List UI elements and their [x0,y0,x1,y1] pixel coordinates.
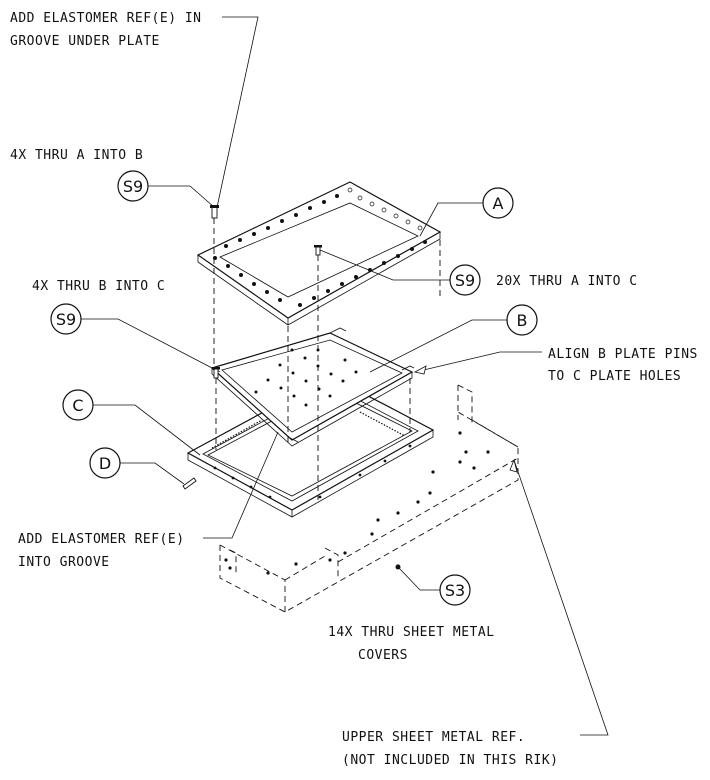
bubble-c: C [62,389,94,421]
leader-s9-top [148,185,215,208]
note-elastomer-plate-line1: ADD ELASTOMER REF(E) IN [10,11,202,26]
note-sheet-metal-line2: COVERS [358,648,408,663]
note-upper-ref-line1: UPPER SHEET METAL REF. [342,730,525,745]
svg-text:S9: S9 [123,177,143,196]
sheet-metal-cover [219,384,519,613]
note-elastomer-plate-line2: GROOVE UNDER PLATE [10,34,160,49]
screw-s9-top [210,205,219,219]
leader-s9-mid [81,318,215,370]
arrow-align [413,365,427,375]
svg-text:S9: S9 [455,271,475,290]
leader-upper-ref [513,459,609,736]
leader-s3 [398,567,440,591]
note-align-line1: ALIGN B PLATE PINS [548,347,698,362]
bubble-s9-top: S9 [117,170,149,202]
arrow-upper-ref [509,458,518,473]
note-sheet-metal-line1: 14X THRU SHEET METAL [328,625,495,640]
bubble-s3: S3 [439,574,471,606]
bubble-s9-right: S9 [449,264,481,296]
alignment-lines [213,218,441,500]
svg-text:S3: S3 [445,581,465,600]
leader-elastomer-groove [203,431,279,539]
bubble-d: D [89,447,121,479]
note-thru-a-into-c: 20X THRU A INTO C [496,274,638,289]
bubble-b: B [506,304,538,336]
svg-text:C: C [72,396,83,415]
svg-text:A: A [493,194,504,213]
note-align-line2: TO C PLATE HOLES [548,369,681,384]
leader-d [120,462,185,485]
note-elastomer-groove-line1: ADD ELASTOMER REF(E) [18,532,185,547]
plate-b [210,327,415,447]
svg-text:S9: S9 [56,310,76,329]
screw-d [182,477,197,490]
leader-c [93,404,201,456]
bubble-s9-mid: S9 [50,303,82,335]
leader-s9-right [319,249,450,281]
leader-b [369,319,507,373]
note-elastomer-groove-line2: INTO GROOVE [18,555,110,570]
leader-elastomer-plate [215,16,259,213]
svg-text:D: D [99,454,111,473]
svg-text:B: B [517,311,528,330]
note-upper-ref-line2: (NOT INCLUDED IN THIS RIK) [342,753,559,768]
leader-align [414,351,542,373]
note-thru-b-into-c: 4X THRU B INTO C [32,279,165,294]
leader-a [419,202,483,237]
bubble-a: A [482,187,514,219]
note-thru-a-into-b: 4X THRU A INTO B [10,148,143,163]
